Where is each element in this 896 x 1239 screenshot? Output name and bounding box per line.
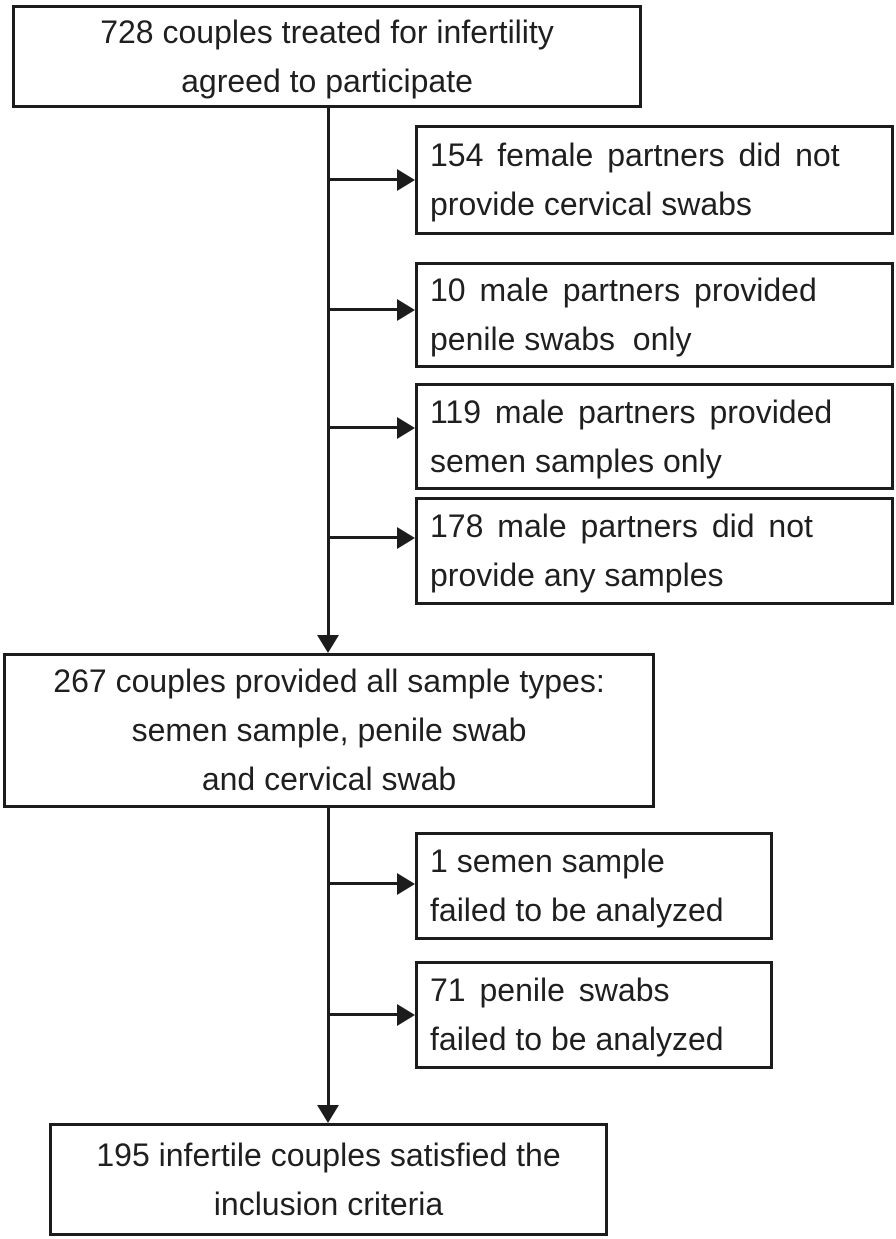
branch-arrowhead-failed-semen [397,873,415,895]
box-enrolled-line-2: agreed to participate [181,62,473,99]
box-no-samples: 178 male partners did not provide any sa… [415,497,894,605]
branch-line-failed-penile [329,1013,399,1016]
arrowhead-down-upper [317,635,339,653]
box-semen-samples-only: 119 male partners provided semen samples… [415,383,894,490]
connector-trunk-upper [327,108,330,636]
branch-arrowhead-semen-only [397,417,415,439]
box-final-line-1: 195 infertile couples satisfied the [96,1136,561,1173]
box-excluded-cervical-line-2: provide cervical swabs [430,186,752,222]
box-excluded-cervical-line-1: 154 female partners did not [430,137,840,173]
box-final-line-2: inclusion criteria [213,1185,444,1222]
box-failed-semen-line-2: failed to be analyzed [430,892,724,928]
box-penile-only-line-1: 10 male partners provided [430,272,817,308]
box-enrolled-couples: 728 couples treated for infertility agre… [12,5,642,108]
box-excluded-cervical-swabs: 154 female partners did not provide cerv… [415,125,894,235]
branch-line-excluded-cervical [329,178,399,181]
box-failed-penile-line-1: 71 penile swabs [430,972,670,1008]
box-failed-semen-line-1: 1 semen sample [430,843,665,879]
box-failed-penile-line-2: failed to be analyzed [430,1021,724,1057]
branch-line-penile-only [329,308,399,311]
box-penile-swabs-only: 10 male partners provided penile swabs o… [415,262,894,368]
branch-line-semen-only [329,426,399,429]
box-failed-semen-sample: 1 semen sample failed to be analyzed [415,832,773,940]
branch-line-failed-semen [329,882,399,885]
box-no-samples-line-2: provide any samples [430,557,724,593]
box-final-included-couples: 195 infertile couples satisfied the incl… [49,1123,608,1236]
box-enrolled-line-1: 728 couples treated for infertility [100,13,554,50]
box-no-samples-line-1: 178 male partners did not [430,508,813,544]
box-semen-only-line-2: semen samples only [430,442,722,479]
branch-line-no-samples [329,536,399,539]
branch-arrowhead-failed-penile [397,1004,415,1026]
branch-arrowhead-penile-only [397,299,415,321]
box-all-sample-types: 267 couples provided all sample types: s… [3,653,655,808]
arrowhead-down-lower [317,1105,339,1123]
box-penile-only-line-2: penile swabs only [430,321,692,357]
box-all-samples-line-1: 267 couples provided all sample types: [53,663,605,699]
box-all-samples-line-2: semen sample, penile swab [131,712,527,748]
box-failed-penile-swabs: 71 penile swabs failed to be analyzed [415,961,773,1069]
box-semen-only-line-1: 119 male partners provided [430,393,833,430]
branch-arrowhead-excluded-cervical [397,169,415,191]
branch-arrowhead-no-samples [397,527,415,549]
box-all-samples-line-3: and cervical swab [201,761,457,797]
connector-trunk-lower [327,808,330,1105]
